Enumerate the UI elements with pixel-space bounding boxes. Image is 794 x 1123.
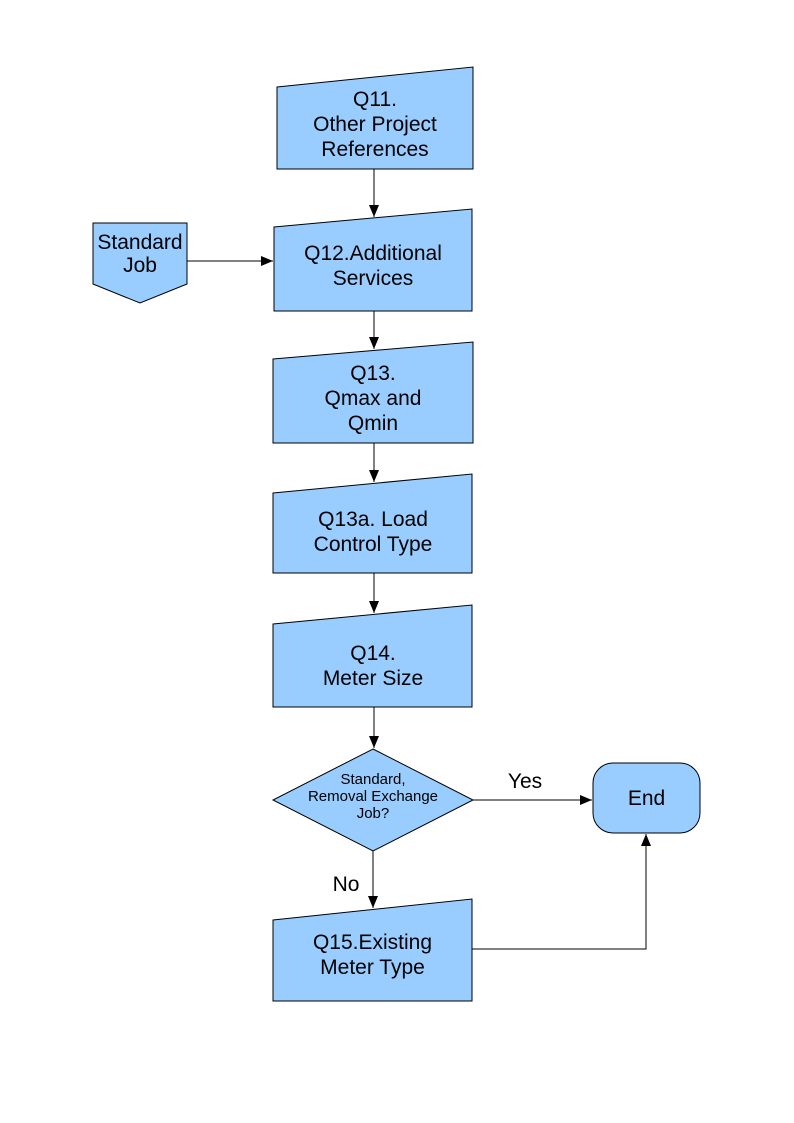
q14-label: Q14. Meter Size — [322, 642, 424, 690]
yes-edge-label: Yes — [507, 769, 543, 793]
decision-label: Standard, Removal Exchange Job? — [307, 771, 439, 822]
q14-shape — [272, 604, 473, 708]
q11-label: Q11. Other Project References — [313, 87, 437, 161]
q11-shape — [276, 66, 474, 170]
end-terminator-shape — [592, 762, 701, 834]
q15-label: Q15.Existing Meter Type — [312, 931, 433, 979]
decision-diamond-shape — [271, 748, 475, 852]
q13a-shape — [272, 473, 473, 574]
q12-shape — [273, 208, 473, 312]
q13-label: Q13. Qmax and Qmin — [324, 362, 422, 435]
q12-label: Q12.Additional Services — [304, 242, 442, 290]
q13a-label: Q13a. Load Control Type — [313, 508, 433, 556]
standard-job-label: Standard Job — [97, 231, 183, 277]
end-label: End — [627, 786, 666, 810]
q13-shape — [272, 341, 474, 444]
no-edge-label: No — [332, 872, 360, 896]
q15-shape — [272, 898, 473, 1002]
standard-job-shape — [92, 222, 188, 304]
connector-q15-end — [472, 834, 651, 950]
